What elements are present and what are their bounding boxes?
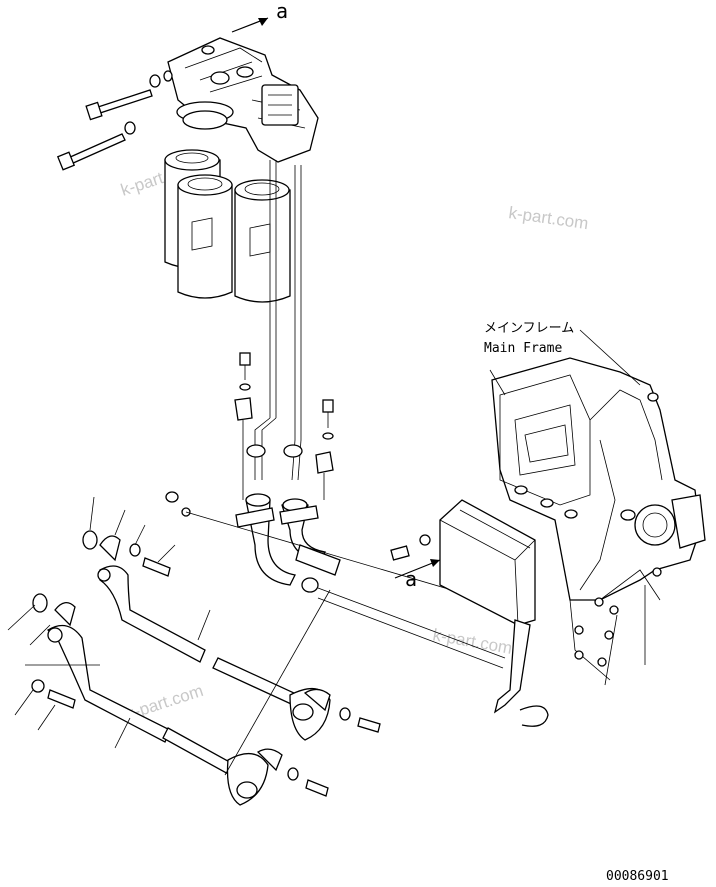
watermark-3: k-part.com xyxy=(431,625,513,658)
clamp-brackets xyxy=(234,352,334,500)
arrow-label-a-mid: a xyxy=(405,567,417,591)
filter-cartridges xyxy=(164,149,291,303)
main-frame-label-en: Main Frame xyxy=(484,341,562,356)
leader-lines-right xyxy=(604,585,646,686)
hose-assembly-upper xyxy=(82,496,381,741)
mounting-bracket xyxy=(390,499,549,727)
main-frame-callout: メインフレーム Main Frame xyxy=(484,321,641,396)
hose-lines xyxy=(254,160,302,481)
arrow-label-a-top: a xyxy=(276,0,288,23)
drawing-number: 00086901 xyxy=(606,869,669,884)
main-frame xyxy=(491,357,706,681)
elbow-fittings xyxy=(165,491,326,586)
reference-arrow-a-mid: a xyxy=(394,559,441,591)
watermark-2: k-part.com xyxy=(507,203,589,233)
leader-diagonal xyxy=(224,589,331,776)
main-frame-label-jp: メインフレーム xyxy=(484,321,574,336)
reference-arrow-a-top: a xyxy=(231,0,288,33)
mounting-bolts-top xyxy=(56,70,173,171)
filter-head-assembly xyxy=(167,37,319,163)
hose-assembly-lower xyxy=(7,593,329,806)
